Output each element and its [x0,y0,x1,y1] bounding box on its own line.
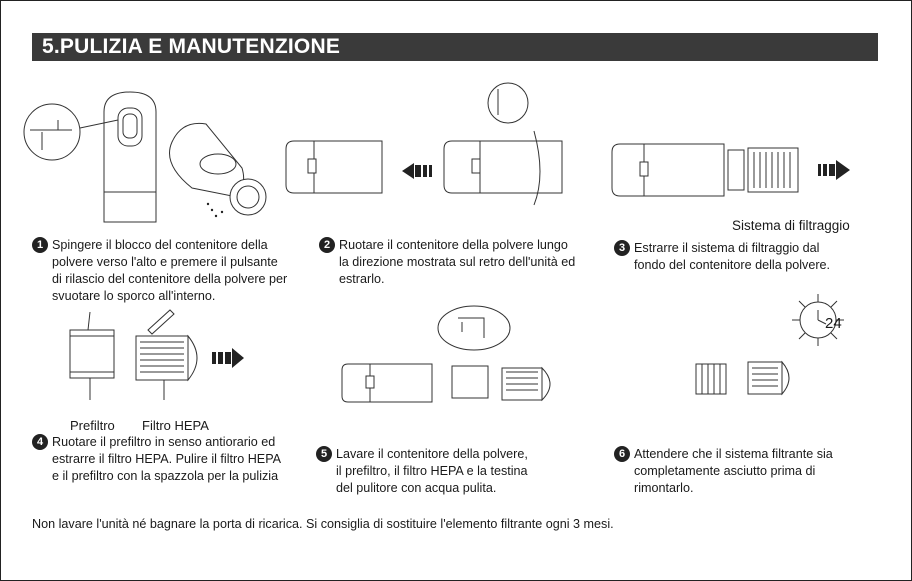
step-6-text: Attendere che il sistema filtrante sia c… [634,447,833,495]
step-5: 5 Lavare il contenitore della polvere, i… [316,446,576,497]
step-3: 3 Estrarre il sistema di filtraggio dal … [614,240,874,274]
filter-system-label: Sistema di filtraggio [732,218,850,233]
hepa-filter-label: Filtro HEPA [142,418,209,433]
clock-hours-label: 24 [825,315,842,332]
step-4-number: 4 [32,434,48,450]
step-4: 4 Ruotare il prefiltro in senso antiorar… [32,434,317,485]
illustration-step-4 [69,309,244,400]
illustration-step-2 [285,82,563,206]
step-1-number: 1 [32,237,48,253]
illustration-step-5 [341,305,551,403]
prefilter-label: Prefiltro [70,418,115,433]
illustration-step-3 [611,143,850,197]
step-1-text: Spingere il blocco del contenitore della… [52,238,288,303]
step-3-text: Estrarre il sistema di filtraggio dal fo… [634,241,831,272]
step-5-number: 5 [316,446,332,462]
step-5-text: Lavare il contenitore della polvere, il … [336,447,528,495]
step-2-text: Ruotare il contenitore della polvere lun… [339,238,576,286]
step-2: 2 Ruotare il contenitore della polvere l… [319,237,604,288]
illustration-step-6 [695,294,844,396]
step-3-number: 3 [614,240,630,256]
illustration-step-1 [23,91,267,223]
step-2-number: 2 [319,237,335,253]
step-4-text: Ruotare il prefiltro in senso antiorario… [52,435,282,483]
section-title: 5.PULIZIA E MANUTENZIONE [42,35,341,58]
step-1: 1 Spingere il blocco del contenitore del… [32,237,312,305]
section-header: 5.PULIZIA E MANUTENZIONE [32,33,878,61]
step-6: 6 Attendere che il sistema filtrante sia… [614,446,874,497]
footer-note: Non lavare l'unità né bagnare la porta d… [32,517,614,531]
step-6-number: 6 [614,446,630,462]
